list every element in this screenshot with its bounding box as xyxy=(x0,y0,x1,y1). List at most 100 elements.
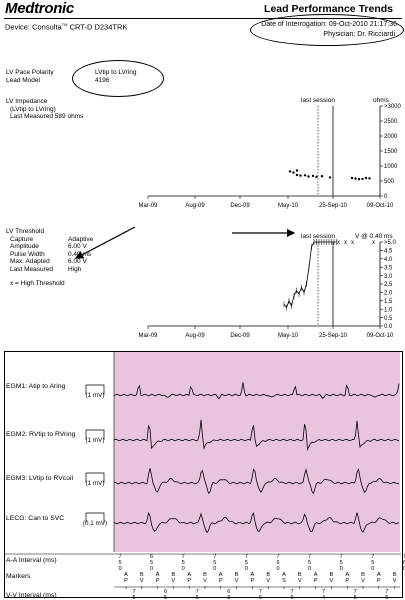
vv-interval-value: 760 xyxy=(290,589,293,600)
y-tick-label: 2000 xyxy=(384,134,398,140)
y-tick-label: 0.5 xyxy=(384,316,393,322)
impedance-point xyxy=(364,176,368,180)
model-label: Lead Model xyxy=(6,76,40,84)
aa-interval-label: A-A Interval (ms) xyxy=(6,557,57,564)
impedance-point xyxy=(320,175,324,178)
lead-info-oval xyxy=(72,60,164,97)
arrow-to-threshold xyxy=(74,226,136,259)
calibration-label: (1 mV) xyxy=(86,392,105,399)
x-tick-label: Aug-09 xyxy=(185,333,205,339)
vv-interval-value: 760 xyxy=(259,589,262,600)
impedance-point xyxy=(368,177,371,180)
page-title: Lead Performance Trends xyxy=(264,3,393,15)
high-threshold-marker: x xyxy=(372,240,375,246)
last-session-label: last session xyxy=(301,97,335,104)
y-tick-label: >3000 xyxy=(384,104,402,110)
threshold-row: Max. Adapted 6.00 V xyxy=(6,258,93,266)
impedance-point xyxy=(357,178,361,181)
calibration-label: (0.1 mV) xyxy=(83,520,107,527)
egm-strip: EGM1: Atip to Aring (1 mV) EGM2: RVtip to … xyxy=(4,352,405,600)
y-tick-label: 0.0 xyxy=(384,324,393,330)
x-tick-label: Dec-09 xyxy=(230,333,250,339)
impedance-info: LV Impedance (LVtip to LVring) Last Meas… xyxy=(6,98,83,121)
impedance-title: LV Impedance xyxy=(6,98,48,105)
impedance-point xyxy=(307,175,310,178)
high-threshold-marker: x xyxy=(337,240,340,246)
threshold-row-key: Max. Adapted xyxy=(10,258,50,265)
y-tick-label: 1000 xyxy=(384,164,398,170)
x-tick-label: Mar-09 xyxy=(138,203,158,209)
calibration-label: (1 mV) xyxy=(86,437,105,444)
x-tick-label: 25-Sep-10 xyxy=(319,203,348,209)
impedance-point xyxy=(354,177,357,180)
threshold-row-key: Last Measured xyxy=(10,265,53,273)
x-tick-label: May-10 xyxy=(278,333,299,339)
device-tm: TM xyxy=(61,22,68,27)
egm-channel-label: LECG: Can to SVC xyxy=(6,515,64,522)
impedance-point xyxy=(315,175,318,178)
high-threshold-marker: x xyxy=(351,240,354,246)
y-tick-label: 0 xyxy=(384,194,388,200)
threshold-row-value: High xyxy=(68,265,82,273)
y-tick-label: 3.0 xyxy=(384,274,393,280)
y-tick-label: 1.0 xyxy=(384,307,393,313)
threshold-row-value: 6.00 V xyxy=(68,258,87,265)
y-tick-label: 2.5 xyxy=(384,282,393,288)
annotation-arrows xyxy=(74,226,296,259)
threshold-row: Last Measured High xyxy=(6,266,93,274)
egm-channel-label: EGM3: LVtip to RVcoil xyxy=(6,475,73,482)
impedance-point xyxy=(303,174,307,177)
impedance-point xyxy=(295,173,299,177)
threshold-row-key: Pulse Width xyxy=(10,250,45,258)
markers-label: Markers xyxy=(6,573,31,580)
vv-interval-value: 630 xyxy=(227,589,230,600)
y-tick-label: 2500 xyxy=(384,119,398,125)
y-tick-label: 1500 xyxy=(384,149,398,155)
y-tick-label: >5.0 xyxy=(384,240,397,246)
vv-interval-label: V-V Interval (ms) xyxy=(6,592,57,599)
egm-panel xyxy=(4,351,403,598)
impedance-point xyxy=(299,174,302,177)
unit-label: V @ 0.40 ms xyxy=(355,233,393,240)
vv-interval-value: 740 xyxy=(322,589,325,600)
egm-trace xyxy=(113,419,400,452)
egm-channel-label: EGM1: Atip to Aring xyxy=(6,383,66,390)
impedance-point xyxy=(328,176,332,179)
calibration-label: (1 mV) xyxy=(86,480,105,487)
threshold-row-value: Adaptive xyxy=(68,235,94,243)
threshold-title: LV Threshold xyxy=(6,228,45,235)
vv-interval-value: 760 xyxy=(196,589,199,600)
egm-channel-label: EGM2: RVtip to RVring xyxy=(6,431,76,438)
x-tick-label: Dec-09 xyxy=(230,203,250,209)
impedance-subtitle: (LVtip to LVring) xyxy=(10,105,56,113)
threshold-row-key: Amplitude xyxy=(10,243,39,250)
device-label: Device: Consulta xyxy=(5,22,62,32)
y-tick-label: 500 xyxy=(384,179,395,185)
x-tick-label: 09-Oct-10 xyxy=(367,333,394,339)
calibration-box xyxy=(85,472,105,483)
y-tick-label: 1.5 xyxy=(384,299,393,305)
